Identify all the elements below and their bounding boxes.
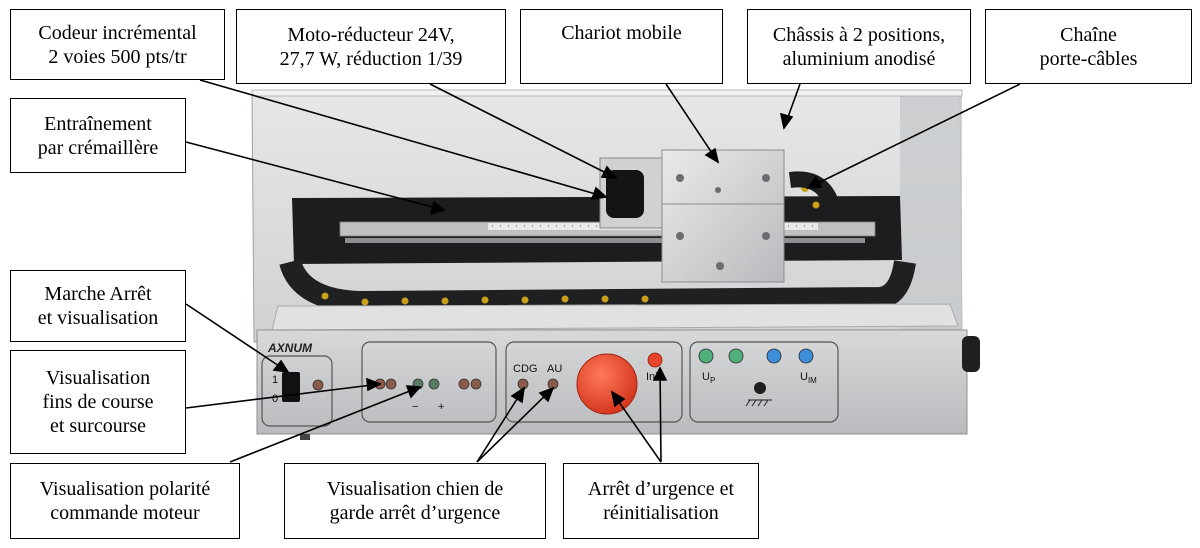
module-power — [261, 355, 333, 427]
module-terminals — [689, 341, 839, 423]
callout-moto: Moto-réducteur 24V, 27,7 W, réduction 1/… — [236, 9, 506, 84]
power-switch[interactable] — [282, 372, 300, 402]
callout-chariot: Chariot mobile — [520, 9, 723, 84]
callout-marche-line2: et visualisation — [37, 307, 159, 329]
ground-terminal — [754, 382, 766, 394]
arrow-chaine — [807, 83, 1021, 189]
module-limits — [361, 341, 497, 423]
callout-codeur: Codeur incrémental 2 voies 500 pts/tr — [10, 9, 225, 80]
uim-label: UIM — [800, 371, 817, 385]
callout-entrainement-line2: par crémaillère — [37, 136, 159, 159]
arrow-chien-au — [476, 387, 554, 463]
arrowhead-chien-cdg — [510, 386, 526, 404]
callout-polarite-line2: commande moteur — [50, 502, 200, 524]
callout-chien-line1: Visualisation chien de — [326, 478, 504, 500]
arrowhead-chariot — [704, 147, 720, 164]
callout-arret: Arrêt d’urgence et réinitialisation — [563, 463, 759, 539]
power-led — [312, 379, 324, 391]
cable-chain — [279, 258, 916, 314]
callout-chaine: Chaîne porte-câbles — [985, 9, 1192, 84]
panel-brand: AXNUM — [267, 341, 313, 355]
callout-marche-line1: Marche Arrêt — [44, 283, 152, 305]
arrow-polarite — [229, 386, 421, 463]
base-tray — [271, 303, 959, 331]
arrow-chariot — [665, 83, 719, 163]
encoder-body — [606, 170, 644, 218]
arrow-entrainement — [185, 141, 445, 211]
chassis-right-side — [900, 92, 962, 340]
arrow-arret-estop — [611, 391, 662, 463]
module-emergency — [505, 341, 683, 423]
callout-entrainement: Entraînement par crémaillère — [10, 98, 186, 173]
arrowhead-chien-au — [538, 386, 555, 403]
callout-arret-line1: Arrêt d’urgence et — [587, 478, 735, 500]
arrow-arret-init — [659, 367, 662, 463]
arrow-chien-cdg — [476, 387, 525, 463]
callout-arret-line2: réinitialisation — [603, 502, 719, 524]
callout-polarite-line1: Visualisation polarité — [39, 478, 211, 500]
callout-fins-line2: fins de course — [42, 391, 154, 413]
callout-chassis-line2: aluminium anodisé — [782, 47, 936, 70]
callout-entrainement-line1: Entraînement — [44, 112, 152, 135]
callout-codeur-line1: Codeur incrémental — [38, 21, 197, 44]
terminal-jacks — [698, 348, 814, 364]
callout-chien-line2: garde arrêt d’urgence — [329, 502, 501, 524]
arrowhead-arret-init — [652, 366, 668, 381]
carriage-screws — [676, 174, 770, 270]
cdg-led — [517, 378, 529, 390]
callout-polarite: Visualisation polarité commande moteur — [10, 463, 240, 539]
callout-arrows — [185, 79, 1021, 463]
chain-dots — [321, 184, 820, 306]
callout-codeur-line2: 2 voies 500 pts/tr — [48, 45, 187, 68]
cdg-label: CDG — [513, 363, 537, 375]
arrowhead-chaine — [806, 175, 823, 189]
mobile-carriage — [661, 149, 785, 283]
minus-label: − — [412, 401, 418, 413]
chassis-top-edge — [251, 89, 963, 97]
callout-chassis-line1: Châssis à 2 positions, — [772, 23, 946, 46]
switch-off-label: 0 — [272, 393, 278, 405]
rack-bar — [345, 238, 865, 243]
emergency-stop-button[interactable] — [576, 353, 638, 415]
up-label: UP — [702, 371, 715, 385]
callout-chaine-line1: Chaîne — [1060, 23, 1117, 46]
ground-icon — [745, 399, 772, 407]
arrowhead-arret-estop — [610, 390, 626, 408]
callout-fins-line1: Visualisation — [45, 367, 151, 389]
arrow-codeur — [199, 79, 607, 198]
arrowhead-chassis — [779, 112, 794, 130]
callout-marche: Marche Arrêt et visualisation — [10, 270, 186, 342]
callout-chassis: Châssis à 2 positions, aluminium anodisé — [747, 9, 971, 84]
plus-label: + — [438, 401, 444, 413]
panel-foot-left — [300, 434, 310, 440]
arrowhead-polarite — [405, 385, 422, 399]
arrowhead-codeur — [590, 186, 608, 200]
arrow-moto — [429, 83, 617, 179]
side-knob — [962, 336, 980, 372]
arrowhead-entrainement — [429, 200, 446, 216]
arrowhead-marche — [272, 359, 290, 374]
callout-moto-line2: 27,7 W, réduction 1/39 — [279, 47, 463, 70]
arrow-fins — [185, 383, 381, 409]
reset-button[interactable] — [647, 352, 663, 368]
callout-chien: Visualisation chien de garde arrêt d’urg… — [284, 463, 546, 539]
au-label: AU — [547, 363, 562, 375]
arrowhead-fins — [366, 377, 382, 392]
arrowhead-moto — [600, 165, 618, 179]
callout-fins-line3: et surcourse — [49, 415, 147, 437]
limit-leds — [374, 378, 482, 390]
callout-chariot-line1: Chariot mobile — [561, 22, 682, 44]
callout-fins: Visualisation fins de course et surcours… — [10, 350, 186, 454]
arrow-marche — [185, 303, 289, 373]
callout-chaine-line2: porte-câbles — [1039, 47, 1138, 70]
callout-moto-line1: Moto-réducteur 24V, — [287, 23, 455, 46]
switch-on-label: 1 — [272, 374, 278, 386]
